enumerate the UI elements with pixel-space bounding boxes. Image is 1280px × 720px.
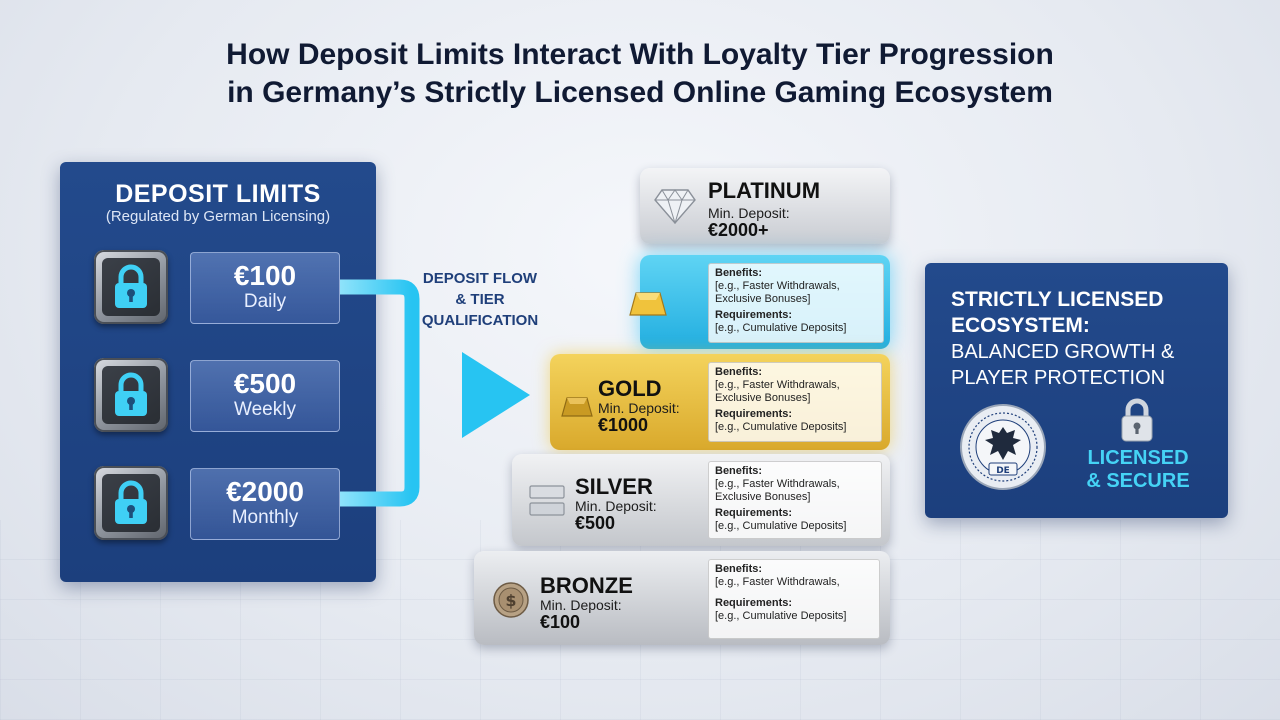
page-title: How Deposit Limits Interact With Loyalty… [0,36,1280,112]
benefits-line: [e.g., Faster Withdrawals, [715,478,840,490]
benefits-label: Benefits: [715,563,763,575]
limit-card-weekly: €500 Weekly [190,360,340,432]
requirements-line: [e.g., Cumulative Deposits] [715,520,847,532]
limit-card-daily: €100 Daily [190,252,340,324]
silver-bar-icon [529,485,565,516]
title-line-2: in Germany’s Strictly Licensed Online Ga… [227,76,1053,109]
benefits-line: [e.g., Faster Withdrawals, [715,280,840,292]
requirements-label: Requirements: [715,597,793,609]
coin-icon: $ [493,582,529,618]
benefits-line: Exclusive Bonuses] [715,293,811,305]
licensed-ecosystem-panel: STRICTLY LICENSED ECOSYSTEM: BALANCED GR… [925,263,1228,518]
tier-name: SILVER [575,474,653,499]
tier-min-deposit-label: Min. Deposit: [540,597,622,613]
limit-row-monthly: €2000 Monthly [94,466,364,542]
tier-name: PLATINUM [708,178,821,203]
limit-period: Daily [243,291,287,312]
deposit-limits-subtitle: (Regulated by German Licensing) [105,208,331,225]
benefits-line: [e.g., Faster Withdrawals, [715,576,840,588]
tier-name: BRONZE [540,573,633,598]
diamond-icon [654,189,696,224]
tier-min-deposit-amount: €100 [540,612,581,632]
flow-label: DEPOSIT FLOW & TIER QUALIFICATION [400,268,560,331]
tier-info-box: Benefits: [e.g., Faster Withdrawals, Exc… [708,461,882,539]
ecosystem-subtitle: BALANCED GROWTH & PLAYER PROTECTION [951,339,1174,391]
ecosystem-title-line-2: ECOSYSTEM: [951,314,1090,337]
benefits-label: Benefits: [715,267,763,279]
tier-name: GOLD [598,376,662,401]
ecosystem-subtitle-line-2: PLAYER PROTECTION [951,367,1166,389]
tier-info-box: Benefits: [e.g., Faster Withdrawals, Exc… [708,362,882,442]
limit-period: Monthly [231,507,299,528]
tier-min-deposit-label: Min. Deposit: [575,498,657,514]
limit-row-daily: €100 Daily [94,250,364,326]
tier-info-box: Benefits: [e.g., Faster Withdrawals, Exc… [708,263,884,343]
requirements-label: Requirements: [715,309,793,321]
tier-min-deposit-amount: €500 [575,513,616,533]
benefits-line: [e.g., Faster Withdrawals, [715,379,840,391]
flow-label-line-2: & TIER [455,291,505,308]
tier-silver: SILVER Min. Deposit: €500 Benefits: [e.g… [512,454,890,546]
benefits-line: Exclusive Bonuses] [715,392,811,404]
title-line-1: How Deposit Limits Interact With Loyalty… [226,38,1054,71]
tier-gold: GOLD Min. Deposit: €1000 Benefits: [e.g.… [550,354,890,450]
requirements-label: Requirements: [715,507,793,519]
deposit-limits-panel: DEPOSIT LIMITS (Regulated by German Lice… [60,162,376,582]
tier-min-deposit-amount: €2000+ [708,220,769,240]
tier-diamond: Benefits: [e.g., Faster Withdrawals, Exc… [629,255,890,349]
gold-bar-icon [561,397,593,417]
tier-min-deposit-label: Min. Deposit: [708,205,790,221]
limit-amount: €500 [233,368,297,399]
requirements-label: Requirements: [715,408,793,420]
tier-min-deposit-amount: €1000 [598,415,649,435]
seal-text: DE [996,466,1010,476]
secure-label-line-2: & SECURE [1086,470,1190,492]
ecosystem-title: STRICTLY LICENSED ECOSYSTEM: [951,287,1163,339]
benefits-line: Exclusive Bonuses] [715,491,811,503]
requirements-line: [e.g., Cumulative Deposits] [715,421,847,433]
limit-row-weekly: €500 Weekly [94,358,364,434]
benefits-label: Benefits: [715,366,763,378]
ecosystem-subtitle-line-1: BALANCED GROWTH & [951,341,1175,363]
requirements-line: [e.g., Cumulative Deposits] [715,610,847,622]
limit-amount: €100 [233,260,297,291]
limit-card-monthly: €2000 Monthly [190,468,340,540]
gold-bar-icon [629,292,667,316]
flow-label-line-3: QUALIFICATION [421,312,539,329]
flow-label-line-1: DEPOSIT FLOW [422,270,538,287]
limit-amount: €2000 [226,476,304,507]
padlock-icon [1121,398,1153,442]
tier-platinum: PLATINUM Min. Deposit: €2000+ [640,168,890,244]
requirements-line: [e.g., Cumulative Deposits] [715,322,847,334]
secure-label-line-1: LICENSED [1087,447,1189,469]
padlock-icon [94,250,168,324]
ecosystem-title-line-1: STRICTLY LICENSED [951,288,1164,311]
deposit-limits-title: DEPOSIT LIMITS [115,180,321,208]
licensed-secure-label: LICENSED & SECURE [1075,447,1201,493]
german-license-seal-icon: DE [960,404,1046,490]
deposit-flow-arrow [340,279,530,507]
limit-period: Weekly [234,399,296,420]
tier-min-deposit-label: Min. Deposit: [598,400,680,416]
benefits-label: Benefits: [715,465,763,477]
tier-info-box: Benefits: [e.g., Faster Withdrawals, Req… [708,559,880,639]
padlock-icon [94,466,168,540]
svg-text:$: $ [505,591,516,610]
tier-bronze: $ BRONZE Min. Deposit: €100 Benefits: [e… [474,551,890,645]
padlock-icon [94,358,168,432]
